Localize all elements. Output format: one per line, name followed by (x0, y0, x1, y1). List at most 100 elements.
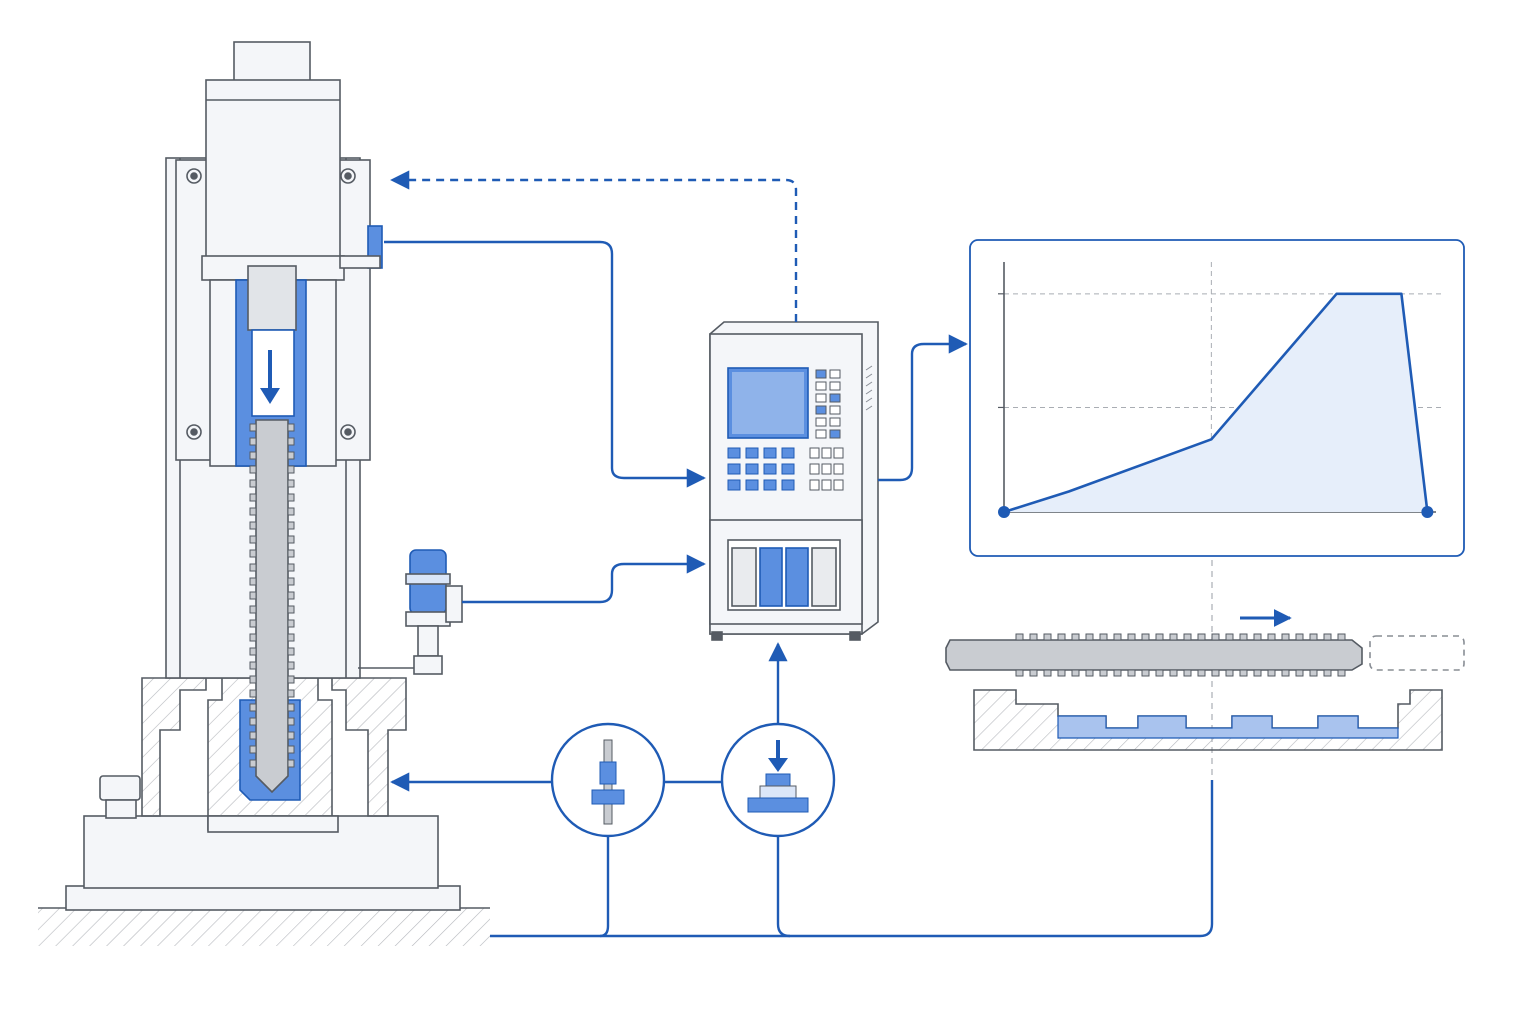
keypad-key (745, 479, 759, 491)
connection-lines (384, 170, 1214, 938)
thread-tooth (249, 675, 257, 684)
thread-tooth (287, 479, 295, 488)
thread-tooth (249, 493, 257, 502)
keypad-key (745, 463, 759, 475)
keypad-key (829, 405, 841, 415)
io-module (759, 547, 783, 607)
thread-tooth (287, 493, 295, 502)
keypad-key (763, 463, 777, 475)
thread-tooth (249, 423, 257, 432)
curve-area (1004, 293, 1428, 512)
thread-tooth (287, 689, 295, 698)
thread-tooth (287, 661, 295, 670)
connection-dashed (390, 170, 798, 322)
keypad-key (815, 381, 827, 391)
keypad-key (815, 393, 827, 403)
thread-tooth (287, 591, 295, 600)
thread-tooth (1169, 669, 1178, 677)
keypad-key (829, 393, 841, 403)
thread-tooth (1141, 633, 1150, 641)
thread-tooth (287, 759, 295, 768)
thread-tooth (1281, 669, 1290, 677)
thread-tooth (1029, 669, 1038, 677)
thread-tooth (1295, 633, 1304, 641)
force-curve-chart (998, 262, 1444, 518)
connection-controller-to-chart (878, 334, 968, 482)
screw-thread (249, 423, 295, 768)
keypad-key (833, 463, 844, 475)
thread-tooth (287, 703, 295, 712)
thread-tooth (1085, 633, 1094, 641)
connection-press-to-controller (384, 240, 706, 488)
keypad-key (727, 463, 741, 475)
thread-tooth (1183, 633, 1192, 641)
curve-endpoint (998, 506, 1010, 518)
thread-tooth (1127, 633, 1136, 641)
thread-tooth (249, 745, 257, 754)
thread-tooth (287, 549, 295, 558)
keypad (727, 369, 844, 491)
thread-tooth (1057, 633, 1066, 641)
thread-tooth (287, 437, 295, 446)
keypad-key (781, 463, 795, 475)
thread-tooth (287, 675, 295, 684)
thread-tooth (1127, 669, 1136, 677)
force-curve-panel (969, 239, 1465, 557)
thread-tooth (287, 465, 295, 474)
thread-tooth (1281, 633, 1290, 641)
bolt-thread (1015, 633, 1346, 677)
keypad-key (727, 447, 741, 459)
thread-tooth (1267, 633, 1276, 641)
thread-tooth (1267, 669, 1276, 677)
thread-tooth (249, 689, 257, 698)
io-module (785, 547, 809, 607)
keypad-key (821, 447, 832, 459)
thread-tooth (1155, 633, 1164, 641)
press-machine (65, 41, 461, 911)
thread-tooth (1141, 669, 1150, 677)
thread-tooth (1029, 633, 1038, 641)
thread-tooth (287, 731, 295, 740)
keypad-key (809, 463, 820, 475)
keypad-key (815, 417, 827, 427)
thread-tooth (1169, 633, 1178, 641)
thread-tooth (249, 633, 257, 642)
thread-tooth (287, 563, 295, 572)
thread-tooth (1113, 669, 1122, 677)
connection-bottom-bus (490, 836, 610, 938)
keypad-key (781, 479, 795, 491)
thread-tooth (1043, 669, 1052, 677)
mold-fill (1057, 715, 1399, 739)
keypad-key (809, 447, 820, 459)
position-sensor (405, 549, 463, 675)
thread-tooth (1295, 669, 1304, 677)
thread-tooth (287, 647, 295, 656)
thread-tooth (287, 577, 295, 586)
thread-tooth (1197, 669, 1206, 677)
thread-tooth (1253, 669, 1262, 677)
thread-tooth (249, 535, 257, 544)
ground-floor (38, 907, 490, 946)
keypad-key (809, 479, 820, 491)
thread-tooth (287, 451, 295, 460)
bolt-icon (99, 775, 141, 801)
keypad-key (821, 479, 832, 491)
thread-tooth (1155, 669, 1164, 677)
curve-line (1003, 292, 1429, 514)
thread-tooth (249, 507, 257, 516)
thread-tooth (1239, 669, 1248, 677)
keypad-key (815, 369, 827, 379)
load-cell-detail (550, 722, 666, 838)
thread-tooth (287, 507, 295, 516)
thread-tooth (1211, 633, 1220, 641)
curve-endpoint (1421, 506, 1434, 518)
keypad-key (781, 447, 795, 459)
thread-tooth (287, 605, 295, 614)
thread-tooth (287, 535, 295, 544)
thread-tooth (1113, 633, 1122, 641)
keypad-key (727, 479, 741, 491)
keypad-key (829, 381, 841, 391)
thread-tooth (249, 479, 257, 488)
thread-tooth (249, 465, 257, 474)
